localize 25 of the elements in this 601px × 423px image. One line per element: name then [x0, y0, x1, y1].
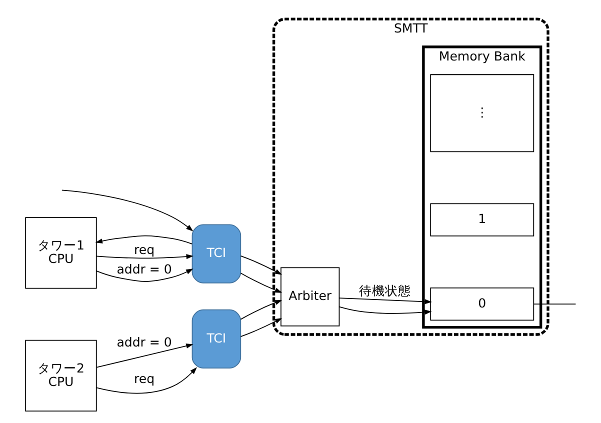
- arrow: [60, 190, 193, 232]
- arrow: [338, 298, 432, 304]
- arrow: [240, 318, 282, 337]
- arrow: [338, 306, 432, 315]
- node-box: Arbiter: [280, 267, 340, 326]
- arrow: [94, 235, 192, 244]
- node-box: タワー2 CPU: [24, 340, 96, 412]
- edge-label: addr = 0: [116, 334, 172, 350]
- arrow: [95, 268, 193, 282]
- edge-label: req: [134, 371, 154, 386]
- arrow: [240, 300, 282, 320]
- node-box: 0: [430, 287, 534, 321]
- node-box: 1: [430, 203, 534, 236]
- edge-label: addr = 0: [116, 262, 172, 277]
- arrow: [96, 367, 196, 394]
- arrow: [240, 255, 282, 275]
- node-box: タワー1 CPU: [24, 217, 96, 289]
- edge-label: 待機状態: [358, 283, 410, 298]
- node-box: TCI: [191, 224, 241, 284]
- arrow: [240, 272, 282, 293]
- arrow: [96, 254, 193, 260]
- edge-label: req: [134, 242, 154, 258]
- node-box: ⋮: [430, 74, 534, 152]
- node-box: TCI: [191, 309, 241, 369]
- arrow: [96, 344, 193, 368]
